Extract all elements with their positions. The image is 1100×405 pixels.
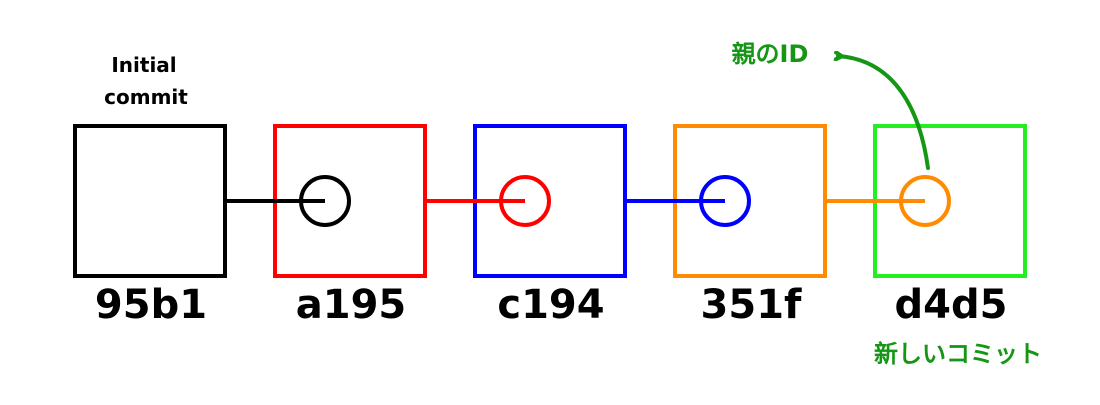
initial-commit-label-line1: Initial (111, 53, 176, 77)
new-commit-label: 新しいコミット (874, 340, 1042, 368)
commit-id-95b1: 95b1 (95, 282, 207, 328)
parent-pointer-c194 (499, 175, 551, 227)
parent-id-arrow (838, 56, 930, 170)
parent-pointer-d4d5 (899, 175, 951, 227)
parent-id-label: 親のID (732, 40, 809, 68)
parent-pointer-351f (699, 175, 751, 227)
commit-id-d4d5: d4d5 (895, 282, 1008, 328)
commit-id-351f: 351f (701, 282, 802, 328)
commit-box-95b1 (73, 124, 227, 278)
parent-links (225, 175, 951, 227)
commit-id-a195: a195 (296, 282, 407, 328)
commit-id-c194: c194 (497, 282, 604, 328)
initial-commit-label-line2: commit (104, 85, 188, 109)
commit-boxes: 95b1 a195 c194 351f d4d5 (73, 124, 1027, 328)
parent-pointer-a195 (299, 175, 351, 227)
